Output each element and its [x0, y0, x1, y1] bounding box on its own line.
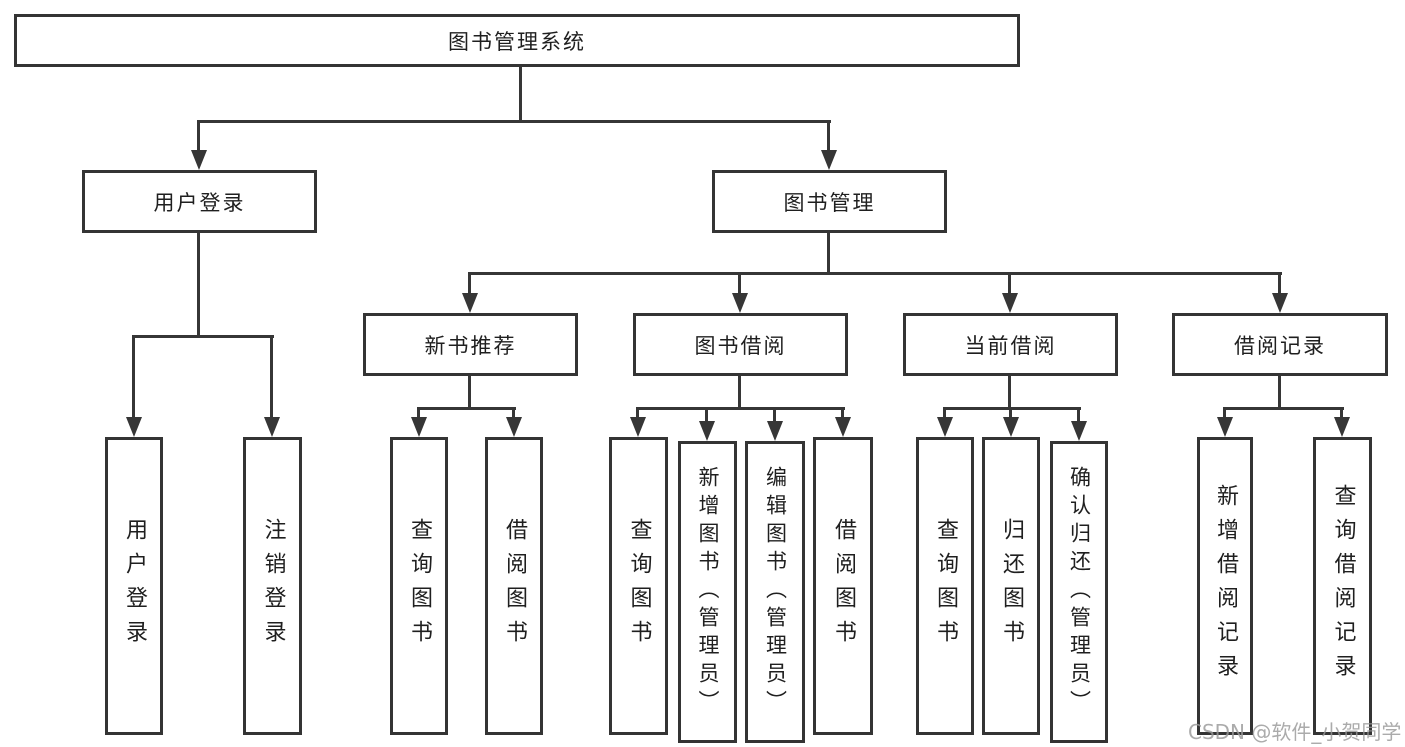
leaf-label: 借阅图书 — [502, 518, 527, 654]
connector-newbook-bar — [418, 407, 516, 410]
leaf-label: 注销登录 — [260, 518, 286, 654]
leaf-label: 查询借阅记录 — [1330, 484, 1356, 688]
node-label: 图书借阅 — [694, 333, 787, 358]
arrow-down-icon — [1272, 293, 1288, 313]
connector-currentborrow-bar — [944, 407, 1081, 410]
leaf-query-book: 查询图书 — [916, 437, 974, 735]
connector-to-user-login-leaf — [132, 335, 135, 417]
connector-bookborrow-stem — [738, 376, 741, 407]
leaf-add-borrow-record: 新增借阅记录 — [1197, 437, 1253, 735]
connector-currentborrow-stem — [1008, 376, 1011, 407]
connector-borrowrecord-stem — [1278, 376, 1281, 407]
connector-to-book-borrow — [738, 272, 741, 293]
arrow-down-icon — [767, 421, 783, 441]
leaf-query-book: 查询图书 — [609, 437, 668, 735]
connector-to-book-management — [827, 120, 830, 150]
connector-level1-bar — [198, 120, 831, 123]
connector-user-stem — [197, 233, 200, 335]
node-current-borrow: 当前借阅 — [903, 313, 1118, 376]
leaf-label: 新增借阅记录 — [1213, 484, 1238, 688]
leaf-label: 借阅图书 — [831, 518, 856, 654]
leaf-query-book: 查询图书 — [390, 437, 448, 735]
connector-to-new-book — [468, 272, 471, 293]
arrow-down-icon — [1003, 417, 1019, 437]
arrow-down-icon — [1334, 417, 1350, 437]
connector-leaf — [636, 407, 639, 417]
connector-level2-bar — [469, 272, 1282, 275]
node-book-management: 图书管理 — [712, 170, 947, 233]
leaf-label: 编辑图书（管理员） — [763, 466, 788, 718]
connector-borrowrecord-bar — [1224, 407, 1344, 410]
connector-leaf — [841, 407, 844, 417]
arrow-down-icon — [699, 421, 715, 441]
arrow-down-icon — [630, 417, 646, 437]
leaf-borrow-book: 借阅图书 — [813, 437, 873, 735]
leaf-confirm-return-admin: 确认归还（管理员） — [1050, 441, 1108, 743]
node-borrow-record: 借阅记录 — [1172, 313, 1388, 376]
node-label: 图书管理 — [783, 190, 876, 215]
connector-leaf — [1223, 407, 1226, 417]
arrow-down-icon — [1071, 421, 1087, 441]
node-label: 新书推荐 — [424, 333, 517, 358]
node-label: 当前借阅 — [964, 333, 1057, 358]
node-library-management-system: 图书管理系统 — [14, 14, 1020, 67]
connector-newbook-stem — [468, 376, 471, 407]
arrow-down-icon — [506, 417, 522, 437]
connector-root-stem — [519, 67, 522, 120]
arrow-down-icon — [462, 293, 478, 313]
leaf-label: 查询图书 — [407, 518, 432, 654]
connector-to-current-borrow — [1008, 272, 1011, 293]
arrow-down-icon — [835, 417, 851, 437]
csdn-watermark: CSDN @软件_小贺同学 — [1188, 720, 1402, 744]
connector-leaf — [1077, 407, 1080, 421]
node-new-book-recommend: 新书推荐 — [363, 313, 578, 376]
connector-leaf — [1340, 407, 1343, 417]
arrow-down-icon — [821, 150, 837, 170]
arrow-down-icon — [732, 293, 748, 313]
connector-to-logout-leaf — [270, 335, 273, 417]
arrow-down-icon — [126, 417, 142, 437]
node-book-borrow: 图书借阅 — [633, 313, 848, 376]
connector-leaf — [417, 407, 420, 417]
leaf-label: 用户登录 — [122, 518, 147, 654]
arrow-down-icon — [191, 150, 207, 170]
leaf-user-login: 用户登录 — [105, 437, 163, 735]
connector-to-user-login — [197, 120, 200, 150]
connector-leaf — [512, 407, 515, 417]
connector-bookborrow-bar — [637, 407, 845, 410]
connector-leaf — [943, 407, 946, 417]
leaf-borrow-book: 借阅图书 — [485, 437, 543, 735]
connector-to-borrow-record — [1278, 272, 1281, 293]
node-user-login: 用户登录 — [82, 170, 317, 233]
leaf-label: 确认归还（管理员） — [1067, 466, 1092, 718]
node-label: 图书管理系统 — [448, 29, 586, 54]
leaf-label: 归还图书 — [999, 518, 1024, 654]
connector-leaf — [773, 407, 776, 421]
node-label: 借阅记录 — [1234, 333, 1326, 358]
leaf-query-borrow-record: 查询借阅记录 — [1313, 437, 1372, 735]
arrow-down-icon — [264, 417, 280, 437]
node-label: 用户登录 — [153, 190, 246, 215]
leaf-add-book-admin: 新增图书（管理员） — [678, 441, 737, 743]
arrow-down-icon — [937, 417, 953, 437]
connector-user-bar — [133, 335, 274, 338]
leaf-label: 查询图书 — [933, 518, 958, 654]
leaf-label: 新增图书（管理员） — [696, 466, 720, 718]
arrow-down-icon — [1002, 293, 1018, 313]
leaf-logout: 注销登录 — [243, 437, 302, 735]
connector-book-stem — [827, 233, 830, 272]
arrow-down-icon — [1217, 417, 1233, 437]
connector-leaf — [705, 407, 708, 421]
leaf-label: 查询图书 — [626, 518, 652, 654]
arrow-down-icon — [411, 417, 427, 437]
connector-leaf — [1009, 407, 1012, 417]
leaf-edit-book-admin: 编辑图书（管理员） — [745, 441, 805, 743]
leaf-return-book: 归还图书 — [982, 437, 1040, 735]
